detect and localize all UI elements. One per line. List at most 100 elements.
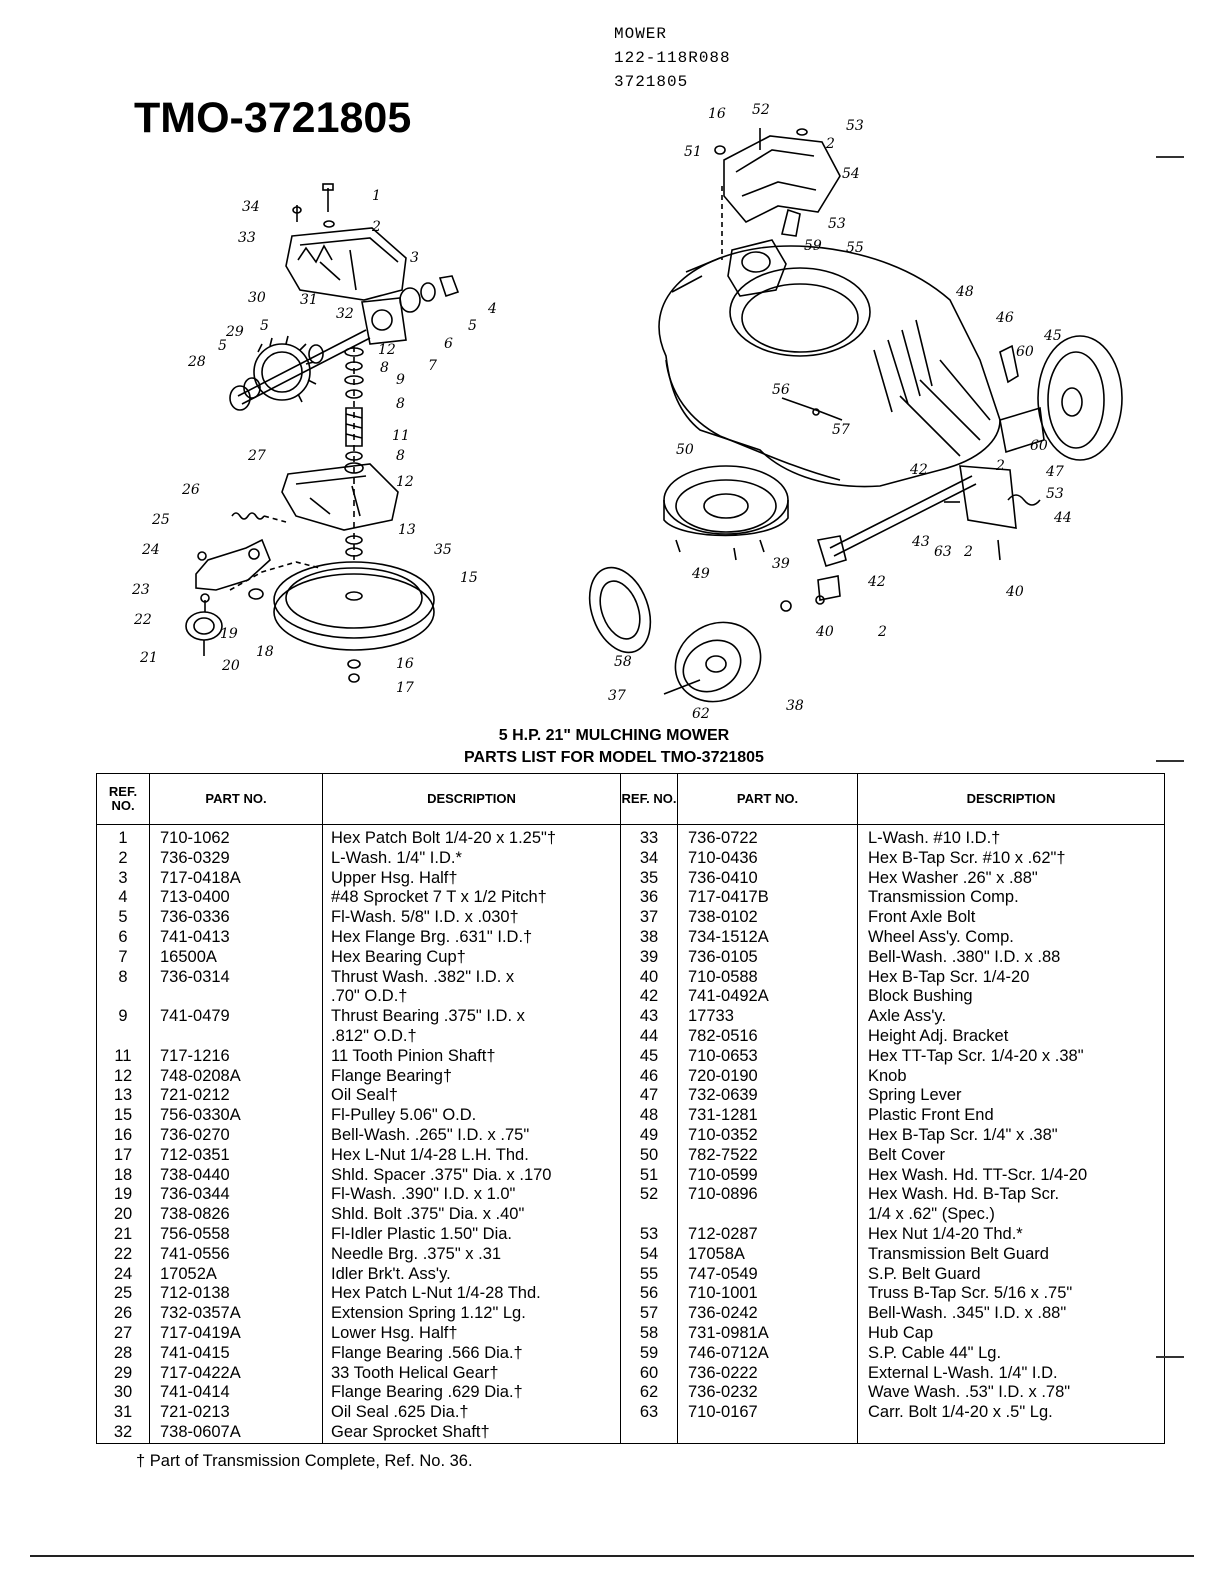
table-header-row: REF. NO. PART NO. DESCRIPTION REF. NO. P… bbox=[96, 773, 1165, 825]
description-cell: Flange Bearing .566 Dia.† bbox=[322, 1343, 621, 1364]
rear-wheel-shape bbox=[1037, 335, 1123, 461]
svg-text:47: 47 bbox=[1045, 464, 1064, 480]
part-no-cell: 712-0351 bbox=[149, 1145, 323, 1166]
part-no-cell: 710-0167 bbox=[677, 1403, 858, 1423]
ref-no-cell: 9 bbox=[96, 1007, 150, 1027]
ref-no-cell: 19 bbox=[96, 1185, 150, 1206]
part-no-cell: 17058A bbox=[677, 1244, 858, 1265]
svg-text:37: 37 bbox=[608, 688, 626, 704]
svg-text:52: 52 bbox=[752, 102, 770, 118]
part-no-cell: 756-0330A bbox=[149, 1106, 323, 1126]
belt-guard-shape bbox=[723, 135, 841, 223]
description-cell: Bell-Wash. .380" I.D. x .88 bbox=[857, 947, 1165, 968]
ref-no-cell: 12 bbox=[96, 1066, 150, 1087]
part-no-cell: 710-1062 bbox=[149, 824, 323, 849]
part-no-cell: 741-0415 bbox=[149, 1343, 323, 1364]
ref-no-cell: 43 bbox=[620, 1007, 678, 1027]
description-cell: Upper Hsg. Half† bbox=[322, 868, 621, 889]
ref-no-cell: 20 bbox=[96, 1205, 150, 1225]
description-cell: Bell-Wash. .345" I.D. x .88" bbox=[857, 1304, 1165, 1324]
lower-housing-shape bbox=[281, 463, 399, 531]
header-code-line2: 122-118R088 bbox=[614, 49, 731, 67]
margin-mark bbox=[1156, 760, 1184, 762]
svg-text:50: 50 bbox=[676, 442, 694, 458]
part-no-cell: 717-0422A bbox=[149, 1363, 323, 1384]
part-no-cell: 712-0287 bbox=[677, 1224, 858, 1245]
description-cell: Spring Lever bbox=[857, 1086, 1165, 1107]
part-no-cell: 738-0607A bbox=[149, 1422, 323, 1444]
description-cell: Axle Ass'y. bbox=[857, 1007, 1165, 1027]
part-no-cell: 736-0314 bbox=[149, 967, 323, 988]
svg-text:11: 11 bbox=[392, 428, 410, 444]
model-title: TMO-3721805 bbox=[134, 94, 412, 142]
svg-text:16: 16 bbox=[708, 106, 726, 122]
ref-no-cell: 17 bbox=[96, 1145, 150, 1166]
ref-no-cell: 25 bbox=[96, 1284, 150, 1305]
description-cell: Wave Wash. .53" I.D. x .78" bbox=[857, 1383, 1165, 1404]
part-no-cell: 738-0440 bbox=[149, 1165, 323, 1186]
ref-no-cell: 27 bbox=[96, 1323, 150, 1344]
svg-text:23: 23 bbox=[131, 582, 150, 598]
part-no-cell: 717-0419A bbox=[149, 1323, 323, 1344]
part-no-cell bbox=[677, 1422, 858, 1444]
part-no-cell: 736-0410 bbox=[677, 868, 858, 889]
ref-no-cell: 62 bbox=[620, 1383, 678, 1404]
ref-no-cell: 22 bbox=[96, 1244, 150, 1265]
ref-no-cell: 28 bbox=[96, 1343, 150, 1364]
ref-no-cell: 18 bbox=[96, 1165, 150, 1186]
description-cell: S.P. Belt Guard bbox=[857, 1264, 1165, 1285]
svg-text:6: 6 bbox=[444, 336, 453, 352]
svg-text:2: 2 bbox=[877, 624, 887, 640]
description-cell: Extension Spring 1.12" Lg. bbox=[322, 1304, 621, 1324]
svg-text:62: 62 bbox=[692, 706, 710, 720]
description-cell: Transmission Belt Guard bbox=[857, 1244, 1165, 1265]
svg-text:43: 43 bbox=[911, 534, 930, 550]
part-no-cell bbox=[149, 987, 323, 1008]
description-cell: Hex Patch Bolt 1/4-20 x 1.25"† bbox=[322, 824, 621, 849]
ref-no-cell: 58 bbox=[620, 1323, 678, 1344]
svg-text:57: 57 bbox=[832, 422, 850, 438]
part-no-cell: 741-0413 bbox=[149, 927, 323, 948]
svg-text:3: 3 bbox=[410, 250, 419, 266]
part-no-cell: 736-0222 bbox=[677, 1363, 858, 1384]
part-no-cell: 741-0492A bbox=[677, 987, 858, 1008]
svg-text:44: 44 bbox=[1053, 510, 1072, 526]
header-ref-no: REF. NO. bbox=[96, 773, 150, 825]
svg-text:8: 8 bbox=[396, 396, 405, 412]
part-no-cell: 736-0270 bbox=[149, 1125, 323, 1146]
description-cell: Lower Hsg. Half† bbox=[322, 1323, 621, 1344]
description-cell: Shld. Spacer .375" Dia. x .170 bbox=[322, 1165, 621, 1186]
ref-no-cell: 8 bbox=[96, 967, 150, 988]
svg-text:56: 56 bbox=[772, 382, 790, 398]
svg-text:5: 5 bbox=[260, 318, 269, 334]
ref-no-cell: 11 bbox=[96, 1046, 150, 1067]
svg-text:53: 53 bbox=[846, 118, 864, 134]
svg-text:53: 53 bbox=[1046, 486, 1064, 502]
description-cell: .70" O.D.† bbox=[322, 987, 621, 1008]
part-no-cell: 710-1001 bbox=[677, 1284, 858, 1305]
description-cell: Hex B-Tap Scr. #10 x .62"† bbox=[857, 848, 1165, 869]
svg-text:26: 26 bbox=[181, 482, 200, 498]
part-no-cell: 782-7522 bbox=[677, 1145, 858, 1166]
ref-no-cell: 40 bbox=[620, 967, 678, 988]
ref-no-cell: 3 bbox=[96, 868, 150, 889]
part-no-cell: 748-0208A bbox=[149, 1066, 323, 1087]
svg-text:53: 53 bbox=[828, 216, 846, 232]
part-no-cell bbox=[677, 1205, 858, 1225]
ref-no-cell: 24 bbox=[96, 1264, 150, 1285]
header-code: MOWER 122-118R088 3721805 bbox=[614, 22, 731, 94]
part-no-cell: 731-0981A bbox=[677, 1323, 858, 1344]
ref-no-cell: 45 bbox=[620, 1046, 678, 1067]
part-no-cell: 717-0418A bbox=[149, 868, 323, 889]
description-cell: Wheel Ass'y. Comp. bbox=[857, 927, 1165, 948]
svg-text:21: 21 bbox=[139, 650, 158, 666]
